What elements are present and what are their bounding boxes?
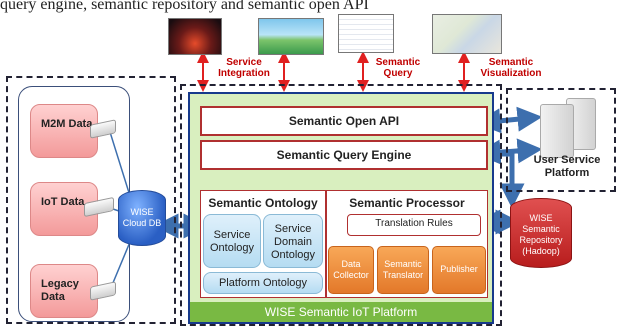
semantic-translator-label: Semantic Translator [382,259,424,280]
semantic-processor-title: Semantic Processor [349,196,465,210]
legacy-data-label: Legacy Data [41,278,79,303]
platform-footer-label: WISE Semantic IoT Platform [190,302,492,322]
left-dashed-boundary [6,76,176,324]
server-icon [540,104,574,158]
semantic-translator-box: Semantic Translator [377,246,429,294]
service-ontology-box: Service Ontology [203,214,261,268]
user-service-platform-label: User Service Platform [524,154,610,180]
semantic-open-api: Semantic Open API [200,106,488,136]
m2m-data-label: M2M Data [41,118,93,130]
right-dashed-boundary [506,88,616,192]
translation-rules-box: Translation Rules [347,214,481,236]
legacy-data-box: Legacy Data [30,264,98,318]
repository-label: WISE Semantic Repository (Hadoop) [519,213,563,256]
m2m-data-box: M2M Data [30,104,98,158]
data-collector-box: Data Collector [328,246,374,294]
center-dashed-boundary [180,84,502,326]
thumbnail-city-illustration [258,18,324,55]
user-service-platform-text: User Service Platform [533,154,601,179]
wise-semantic-repository: WISE Semantic Repository (Hadoop) [510,198,572,268]
semantic-ontology-title: Semantic Ontology [208,196,318,210]
platform-ontology-label: Platform Ontology [218,277,308,289]
figure-caption: query engine, semantic repository and se… [0,0,369,13]
cloud-db-label: WISE Cloud DB [122,207,162,228]
wise-cloud-db: WISE Cloud DB [118,190,166,246]
service-domain-ontology-label: Service Domain Ontology [270,223,316,261]
label-semantic-query: Semantic Query [375,57,421,79]
publisher-box: Publisher [432,246,486,294]
data-collector-label: Data Collector [333,259,369,280]
thumbnail-city-night [168,18,222,55]
thumbnail-map [432,14,502,54]
iot-data-label: IoT Data [41,196,85,208]
semantic-query-engine: Semantic Query Engine [200,140,488,170]
platform-ontology-box: Platform Ontology [203,272,323,294]
label-service-integration: Service Integration [218,57,270,79]
label-semantic-visualization: Semantic Visualization [480,57,542,79]
publisher-label: Publisher [440,264,478,274]
thumbnail-query-screen [338,14,394,53]
service-ontology-label: Service Ontology [209,229,255,254]
service-domain-ontology-box: Service Domain Ontology [263,214,323,268]
